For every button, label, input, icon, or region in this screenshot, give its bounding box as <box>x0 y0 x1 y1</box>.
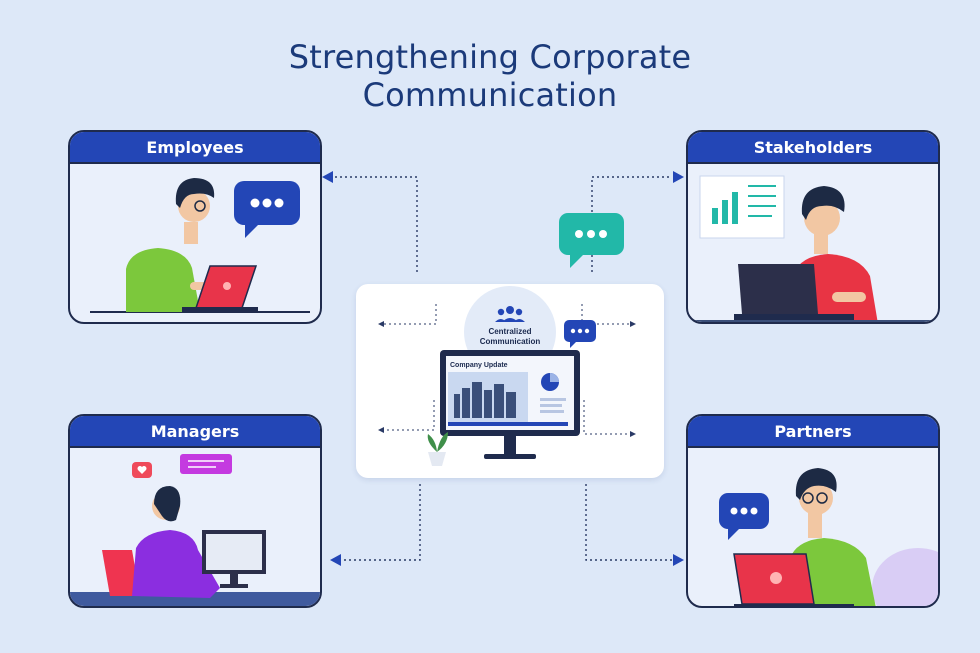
teal-chat-bubble-icon <box>559 213 624 268</box>
arrow-to-employees <box>322 171 333 183</box>
connector-employees <box>330 176 418 272</box>
card-header-stakeholders: Stakeholders <box>688 132 938 164</box>
badge-line-2: Communication <box>479 337 541 346</box>
center-panel: Centralized Communication Company Update <box>356 284 664 478</box>
title-line-2: Communication <box>362 76 618 114</box>
badge-line-1: Centralized <box>488 327 532 336</box>
employees-illustration <box>90 178 310 313</box>
card-employees: Employees <box>68 130 322 324</box>
card-header-employees: Employees <box>70 132 320 164</box>
card-managers: Managers <box>68 414 322 608</box>
connector-managers <box>338 484 421 561</box>
center-illustration <box>378 286 636 466</box>
card-header-managers: Managers <box>70 416 320 448</box>
diagram-title: Strengthening Corporate Communication <box>0 38 980 114</box>
title-line-1: Strengthening Corporate <box>288 38 692 76</box>
arrow-to-managers <box>330 554 341 566</box>
arrow-to-stakeholders <box>673 171 684 183</box>
stakeholders-illustration <box>688 175 938 322</box>
arrow-to-partners <box>673 554 684 566</box>
card-stakeholders: Stakeholders <box>686 130 940 324</box>
company-update-title: Company Update <box>450 362 508 369</box>
partners-illustration <box>733 468 938 606</box>
managers-illustration <box>70 454 320 606</box>
centralized-communication-badge: Centralized Communication <box>466 327 554 347</box>
card-partners: Partners <box>686 414 940 608</box>
card-header-partners: Partners <box>688 416 938 448</box>
connector-partners <box>585 484 672 561</box>
employees-chat-bubble-icon <box>234 181 300 238</box>
partners-chat-bubble-icon <box>719 493 769 540</box>
